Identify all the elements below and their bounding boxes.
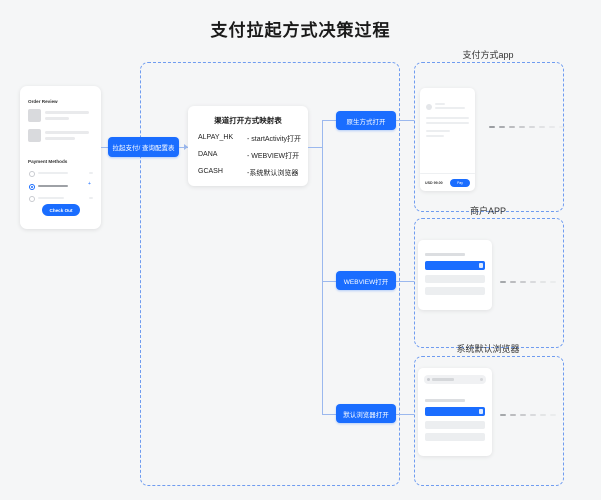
url-text — [432, 378, 454, 381]
payment-option-radio-3[interactable] — [29, 196, 35, 202]
connector-trigger-to-table — [179, 147, 188, 148]
order-item-thumb — [28, 109, 41, 122]
continuation-dashes — [500, 414, 556, 416]
form-label — [425, 399, 465, 402]
payment-option-radio-1[interactable] — [29, 171, 35, 177]
decision-flow-container — [140, 62, 400, 486]
detail-line — [426, 130, 450, 132]
connector-webview-to-panel — [396, 281, 414, 282]
branch-label-browser[interactable]: 默认浏览器打开 — [336, 404, 396, 423]
payment-app-screen: USD 99.00 Pay — [420, 88, 475, 191]
panel-caption-payment-app: 支付方式app — [462, 50, 514, 60]
pay-button[interactable]: Pay — [450, 179, 470, 187]
panel-browser-container — [414, 356, 564, 486]
system-browser-screen — [418, 368, 492, 456]
order-item-subline — [45, 137, 75, 140]
secondary-bar — [425, 275, 485, 283]
mapping-channel: GCASH — [198, 168, 223, 175]
merchant-app-screen — [418, 240, 492, 310]
checkout-phone-mock: Order Review Payment Methods + Check Out — [20, 86, 101, 229]
cursor-icon — [479, 263, 483, 268]
payment-option-label-1 — [38, 171, 68, 174]
payment-methods-title: Payment Methods — [28, 159, 68, 164]
refresh-icon[interactable] — [480, 378, 483, 381]
mapping-row: GCASH -系统默认浏览器 — [198, 168, 302, 180]
page-title: 支付拉起方式决策过程 — [210, 21, 391, 40]
secondary-bar — [425, 433, 485, 441]
mapping-channel: DANA — [198, 151, 218, 158]
connector-branch-webview — [322, 281, 336, 282]
panel-payment-app-container — [414, 62, 564, 212]
branch-label-native[interactable]: 原生方式打开 — [336, 111, 396, 130]
payment-option-label-3 — [38, 196, 64, 199]
continuation-dashes — [489, 126, 565, 128]
payment-option-radio-2[interactable] — [29, 184, 35, 190]
connector-branch-spine — [322, 120, 323, 414]
pay-amount: USD 99.00 — [425, 181, 443, 185]
form-label — [425, 253, 465, 256]
cursor-icon — [479, 409, 483, 414]
secondary-bar — [425, 287, 485, 295]
mapping-table-title: 渠道打开方式映射表 — [214, 116, 282, 125]
arrow-to-table — [184, 144, 188, 150]
detail-line — [426, 117, 469, 119]
mapping-mode: - startActivity打开 — [247, 136, 302, 143]
order-item-line — [45, 111, 89, 114]
lock-icon — [427, 378, 430, 381]
mapping-row: ALPAY_HK - startActivity打开 — [198, 134, 302, 146]
connector-native-to-panel — [396, 120, 414, 121]
connector-branch-native — [322, 120, 336, 121]
mapping-channel: ALPAY_HK — [198, 134, 234, 141]
order-item-thumb — [28, 129, 41, 142]
divider — [420, 173, 475, 174]
mapping-row: DANA - WEBVIEW打开 — [198, 151, 302, 163]
browser-url-bar[interactable] — [424, 375, 486, 384]
detail-line — [426, 135, 444, 137]
connector-branch-browser — [322, 414, 336, 415]
branch-label-webview[interactable]: WEBVIEW打开 — [336, 271, 396, 290]
connector-phone-to-trigger — [101, 147, 109, 148]
panel-merchant-app-container — [414, 218, 564, 348]
panel-caption-merchant-app: 商户APP — [469, 206, 506, 216]
order-item-line — [45, 131, 89, 134]
payment-option-meta-3 — [89, 196, 93, 199]
plus-icon[interactable]: + — [88, 181, 91, 187]
connector-browser-to-panel — [396, 414, 414, 415]
primary-action-bar[interactable] — [425, 261, 485, 270]
mapping-mode: - WEBVIEW打开 — [247, 153, 300, 160]
order-item-subline — [45, 117, 69, 120]
channel-mapping-card: 渠道打开方式映射表 ALPAY_HK - startActivity打开 DAN… — [188, 106, 308, 186]
continuation-dashes — [500, 281, 556, 283]
trigger-label[interactable]: 拉起支付/ 查询配置表 — [108, 137, 179, 157]
mapping-mode: -系统默认浏览器 — [247, 170, 299, 177]
connector-table-out — [308, 147, 322, 148]
primary-action-bar[interactable] — [425, 407, 485, 416]
payment-option-label-2 — [38, 184, 68, 188]
check-out-button[interactable]: Check Out — [42, 204, 80, 216]
order-review-title: Order Review — [28, 99, 58, 104]
detail-line — [426, 122, 469, 124]
merchant-name-line — [435, 103, 445, 105]
payment-option-meta-1 — [89, 171, 93, 174]
secondary-bar — [425, 421, 485, 429]
merchant-desc-line — [435, 107, 465, 109]
panel-caption-browser: 系统默认浏览器 — [456, 344, 520, 354]
merchant-avatar — [426, 104, 432, 110]
